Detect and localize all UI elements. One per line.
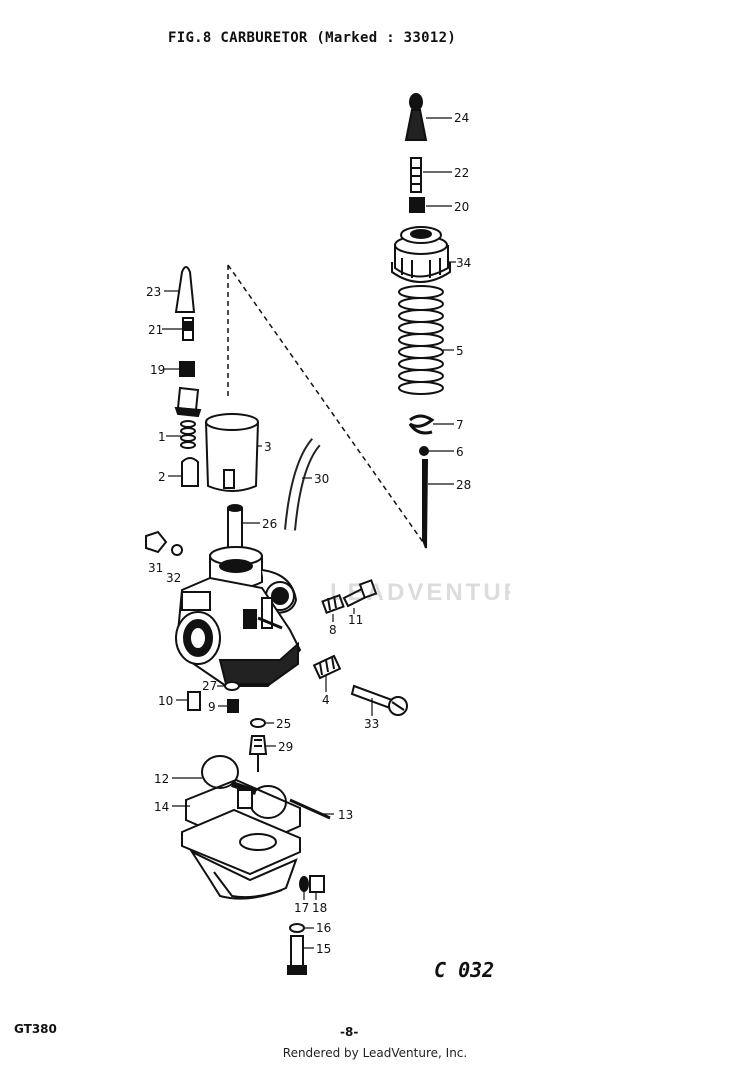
model-label: GT380	[14, 1022, 57, 1036]
part-15-bolt	[287, 935, 307, 975]
part-10-main-jet	[187, 691, 201, 711]
callout-19: 19	[150, 363, 165, 377]
callout-21: 21	[148, 323, 163, 337]
part-11-air-screw	[342, 579, 378, 608]
page-number: -8-	[340, 1025, 359, 1039]
part-16-washer	[289, 923, 305, 933]
part-5-spring	[398, 285, 444, 395]
callout-9: 9	[208, 700, 216, 714]
part-2-plunger	[181, 457, 199, 487]
part-25-washer	[250, 718, 266, 728]
callout-7: 7	[456, 418, 464, 432]
callout-12: 12	[154, 772, 169, 786]
part-23-cap	[174, 266, 196, 313]
callout-1: 1	[158, 430, 166, 444]
part-32-washer	[171, 544, 183, 556]
watermark-text: LEADVENTURE	[330, 579, 510, 606]
callout-33: 33	[364, 717, 379, 731]
drawing-code: C 032	[434, 958, 495, 982]
leadventure-watermark-logo: LEADVENTURE	[330, 579, 510, 606]
part-20-nut	[409, 197, 425, 213]
part-22-adjuster	[410, 157, 422, 193]
callout-34: 34	[456, 256, 471, 270]
callout-26: 26	[262, 517, 277, 531]
part-33-throttle-stop-screw	[350, 684, 408, 716]
part-14-gasket	[185, 778, 301, 850]
callout-32: 32	[166, 571, 181, 585]
part-28-jet-needle	[422, 459, 429, 549]
callout-29: 29	[278, 740, 293, 754]
callout-16: 16	[316, 921, 331, 935]
carburetor-body	[175, 546, 302, 687]
callout-14: 14	[154, 800, 169, 814]
callout-11: 11	[348, 613, 363, 627]
part-13-float-pin	[289, 798, 331, 820]
part-29-needle-valve	[248, 735, 268, 772]
callout-31: 31	[148, 561, 163, 575]
part-8-spring	[321, 594, 345, 614]
callout-22: 22	[454, 166, 469, 180]
part-24-cap	[404, 93, 428, 141]
part-1-spring	[180, 420, 196, 449]
callout-5: 5	[456, 344, 464, 358]
callout-30: 30	[314, 472, 329, 486]
part-4-spring	[312, 654, 342, 680]
part-18-plug	[309, 875, 325, 893]
callout-24: 24	[454, 111, 469, 125]
callout-6: 6	[456, 445, 464, 459]
part-34-mixing-chamber-top	[391, 226, 451, 283]
part-31-screw	[145, 530, 168, 554]
callout-20: 20	[454, 200, 469, 214]
figure-title: FIG.8 CARBURETOR (Marked : 33012)	[168, 30, 457, 46]
assembly-dashed-line	[227, 264, 426, 546]
part-21-adjuster	[182, 317, 194, 341]
callout-28: 28	[456, 478, 471, 492]
part-9-pilot-jet	[227, 699, 239, 713]
part-17-gasket	[299, 876, 309, 892]
callout-2: 2	[158, 470, 166, 484]
callout-4: 4	[322, 693, 330, 707]
callout-10: 10	[158, 694, 173, 708]
callout-27: 27	[202, 679, 217, 693]
callout-17: 17	[294, 901, 309, 915]
callout-23: 23	[146, 285, 161, 299]
callout-13: 13	[338, 808, 353, 822]
part-19-nut	[179, 361, 195, 377]
callout-8: 8	[329, 623, 337, 637]
callout-25: 25	[276, 717, 291, 731]
part-starter-housing	[174, 386, 202, 418]
callout-18: 18	[312, 901, 327, 915]
render-credit: Rendered by LeadVenture, Inc.	[282, 1046, 468, 1060]
part-7-clip	[408, 414, 435, 435]
part-27-washer	[224, 681, 240, 691]
part-12-float	[201, 755, 287, 819]
callout-3: 3	[264, 440, 272, 454]
callout-15: 15	[316, 942, 331, 956]
part-3-throttle-valve	[205, 413, 259, 492]
part-6-e-ring	[419, 446, 429, 456]
float-chamber	[181, 808, 301, 900]
